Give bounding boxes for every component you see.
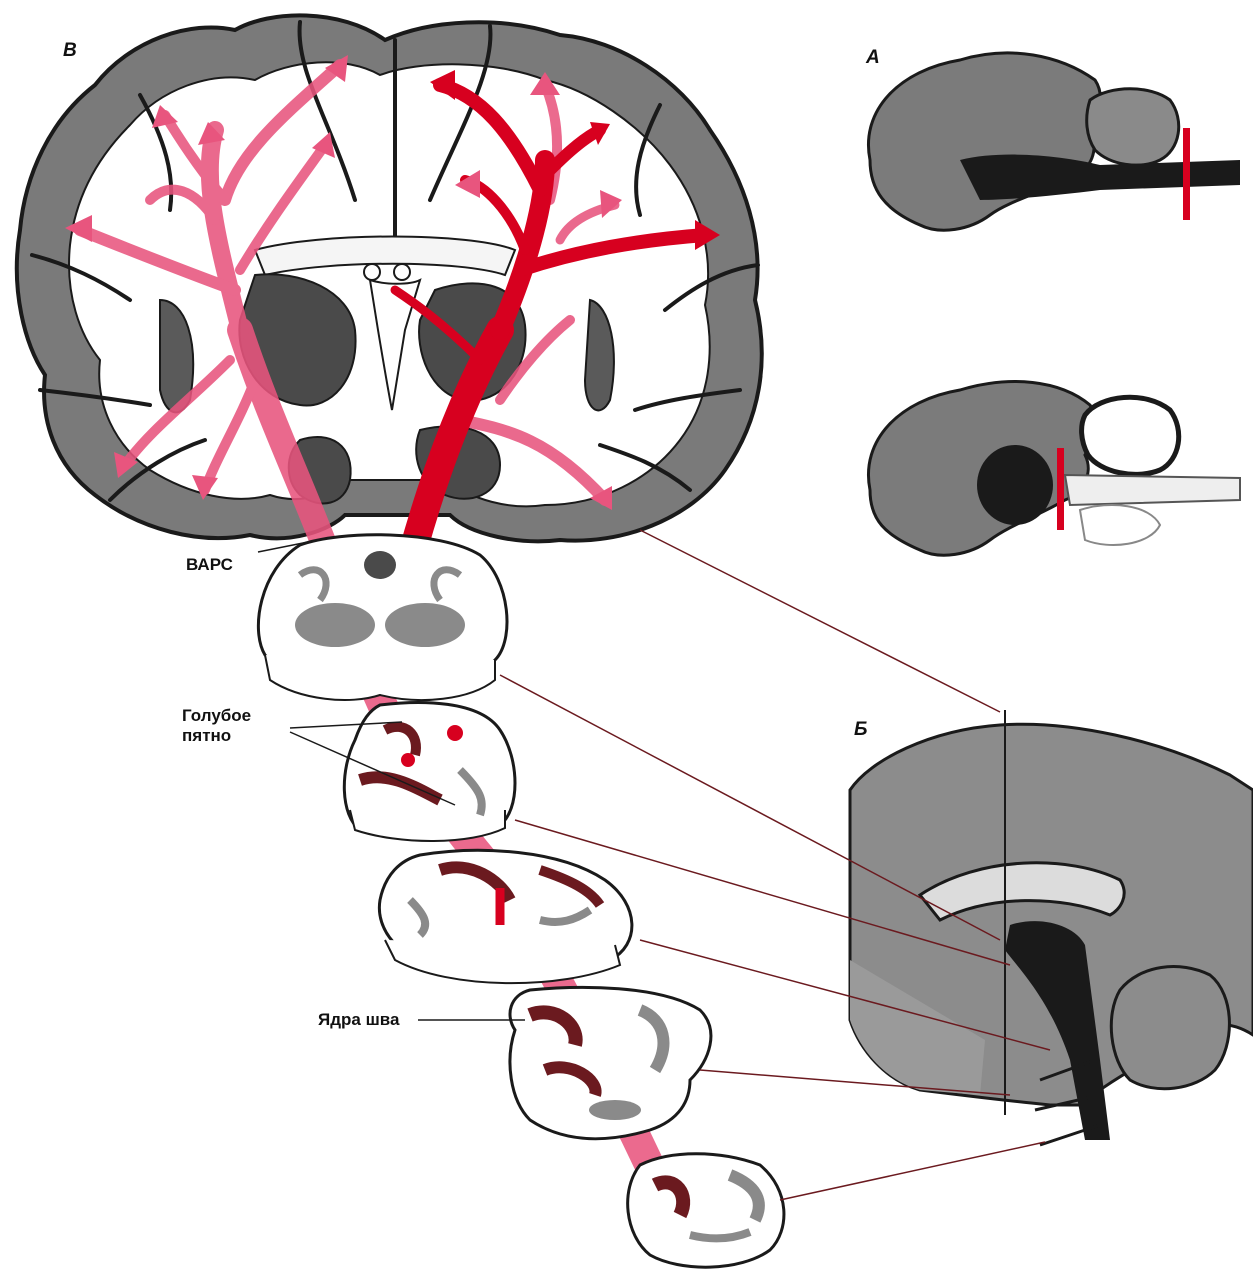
midbrain-base: [265, 655, 495, 700]
sagittal-top-cerebellum: [1087, 89, 1179, 165]
panel-label-sagittal-large: Б: [854, 719, 867, 741]
sagittal-bottom-cerebellum: [1082, 397, 1179, 474]
leader-line: [640, 530, 1000, 712]
sagittal-bottom-thalamus: [977, 445, 1053, 525]
sagittal-top-cut-line: [1183, 128, 1190, 220]
sagittal-large: [850, 710, 1253, 1145]
sagittal-small-bottom: [868, 382, 1240, 556]
cerebral-peduncle: [295, 603, 375, 647]
medulla-lower-section: [628, 1154, 784, 1267]
sagittal-bottom-brainstem: [1065, 475, 1240, 505]
panel-label-coronal: В: [63, 40, 77, 62]
locus-coeruleus-spot: [401, 753, 415, 767]
fornix: [364, 264, 380, 280]
locus-coeruleus-spot: [447, 725, 463, 741]
medulla-upper-section: [510, 987, 711, 1138]
pons-lower-section: [379, 850, 632, 983]
raphe-nuclei-label: Ядра шва: [318, 1010, 399, 1030]
locus-coeruleus-label-line2: пятно: [182, 726, 251, 746]
fornix: [394, 264, 410, 280]
vars-label: ВАРС: [186, 555, 233, 575]
midbrain-section: [258, 535, 507, 700]
sagittal-large-cerebellum: [1111, 967, 1229, 1089]
sagittal-bottom-pons: [1080, 505, 1160, 545]
locus-coeruleus-label: Голубое пятно: [182, 706, 251, 746]
brainstem-sections: [258, 535, 784, 1267]
sagittal-top-brainstem: [960, 155, 1240, 200]
sagittal-bottom-cut-line: [1057, 448, 1064, 530]
pons-lower-base: [385, 940, 620, 983]
sagittal-small-top: [868, 53, 1240, 230]
cerebral-peduncle: [385, 603, 465, 647]
sagittal-top-cerebrum: [868, 53, 1100, 230]
pyramid: [589, 1100, 641, 1120]
leader-line: [780, 1142, 1045, 1200]
locus-coeruleus-label-line1: Голубое: [182, 706, 251, 726]
vars-nucleus: [364, 551, 396, 579]
panel-label-sagittal-small: А: [866, 47, 880, 69]
